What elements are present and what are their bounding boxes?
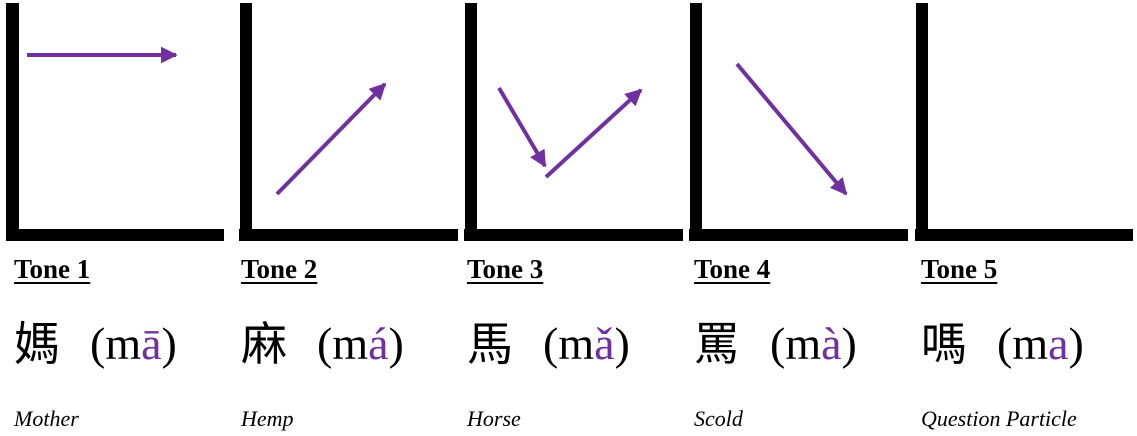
tone-1-meaning: Mother: [14, 406, 79, 431]
pinyin-suffix: ): [841, 318, 857, 369]
tone-3-dipping-arrows-icon: [497, 86, 643, 179]
pinyin-prefix: (m: [317, 318, 369, 369]
tone-2-example: 麻 (má): [241, 312, 404, 376]
tone-2-character: 麻: [241, 317, 287, 371]
tone-3-title: Tone 3: [467, 254, 544, 284]
tone-3-example: 馬 (mǎ): [467, 312, 630, 376]
tone-1-axes: [6, 3, 224, 241]
tone-3-meaning: Horse: [467, 406, 521, 431]
tone-2-axes: [239, 3, 458, 241]
tone-2-meaning: Hemp: [241, 406, 294, 431]
tone-4-example: 罵 (mà): [694, 312, 857, 376]
tone-5-example: 嗎 (ma): [921, 312, 1084, 376]
tone-4-falling-arrow-icon: [735, 62, 848, 196]
tone-5-title: Tone 5: [921, 254, 998, 284]
tone-2-pinyin: (má): [317, 321, 404, 367]
pinyin-suffix: ): [1068, 318, 1084, 369]
tone-3-marked-vowel: ǎ: [594, 318, 615, 369]
pinyin-prefix: (m: [90, 318, 142, 369]
tone-4-meaning: Scold: [694, 406, 743, 431]
pinyin-suffix: ): [614, 318, 630, 369]
pinyin-suffix: ): [161, 318, 177, 369]
pinyin-prefix: (m: [997, 318, 1049, 369]
tone-3-pinyin: (mǎ): [543, 321, 630, 367]
tone-5-pinyin: (ma): [997, 321, 1084, 367]
tone-5-character: 嗎: [921, 317, 967, 371]
pinyin-suffix: ): [388, 318, 404, 369]
tone-2-marked-vowel: á: [368, 318, 389, 369]
tone-1-character: 媽: [14, 317, 60, 371]
tone-5-axes: [915, 3, 1133, 241]
tone-2-title: Tone 2: [241, 254, 318, 284]
tone-4-pinyin: (mà): [770, 321, 857, 367]
tone-3-axes: [464, 3, 683, 241]
tone-4-character: 罵: [694, 317, 740, 371]
tone-1-title: Tone 1: [14, 254, 91, 284]
pinyin-prefix: (m: [770, 318, 822, 369]
tone-1-marked-vowel: ā: [141, 318, 162, 369]
tone-5-meaning: Question Particle: [921, 406, 1077, 431]
tone-contour-graphs: [6, 3, 1133, 241]
tone-5-marked-vowel: a: [1048, 318, 1069, 369]
tone-1-pinyin: (mā): [90, 321, 177, 367]
tone-1-example: 媽 (mā): [14, 312, 177, 376]
tone-4-axes: [689, 3, 908, 241]
pinyin-prefix: (m: [543, 318, 595, 369]
tone-3-character: 馬: [467, 317, 513, 371]
tone-4-title: Tone 4: [694, 254, 771, 284]
tone-2-rising-arrow-icon: [275, 82, 387, 196]
tone-4-marked-vowel: à: [821, 318, 842, 369]
